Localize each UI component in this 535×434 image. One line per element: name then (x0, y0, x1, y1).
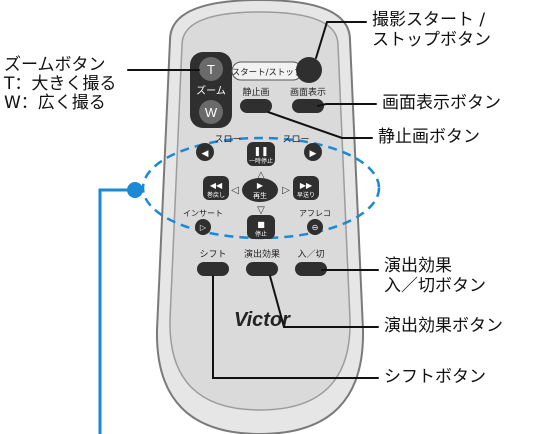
onoff-button[interactable] (295, 262, 327, 276)
zoom-label: ズーム (196, 84, 226, 97)
shift-button[interactable] (197, 262, 229, 276)
zoom-t-button[interactable] (199, 57, 223, 81)
effect-button[interactable] (246, 262, 278, 276)
playback-callout-line (98, 188, 130, 434)
start-stop-callout-line1: 撮影スタート / (372, 10, 486, 30)
effect-callout-line (269, 275, 379, 328)
victor-logo: Victor (234, 309, 291, 331)
slow-left-icon: ◀ (202, 149, 209, 159)
slow-left-label: スロー (214, 135, 241, 145)
zoom-w-label: W (205, 105, 218, 120)
effect-label: 演出効果 (244, 248, 280, 260)
shift-callout-line (212, 275, 379, 379)
slow-right-label: スロー (282, 135, 309, 145)
still-callout-line (267, 111, 373, 139)
afreco-icon: ⊖ (312, 223, 319, 232)
pause-icon: ❚❚ (253, 147, 268, 157)
start-stop-callout-line (315, 21, 367, 59)
slow-left-button[interactable] (196, 143, 214, 161)
still-button[interactable] (240, 99, 272, 113)
display-callout-line (317, 103, 377, 107)
slow-right-icon: ▶ (310, 149, 317, 159)
down-arrow-icon: ▽ (257, 205, 265, 216)
slow-right-button[interactable] (304, 143, 322, 161)
rewind-button[interactable] (203, 176, 229, 200)
display-button[interactable] (292, 99, 324, 113)
start-stop-callout-line2: ストップボタン (372, 30, 491, 50)
pause-button[interactable] (247, 142, 275, 166)
zoom-callout-w: W：広く撮る (4, 93, 106, 113)
display-callout: 画面表示ボタン (382, 93, 501, 113)
zoom-t-label: T (207, 62, 215, 77)
display-label: 画面表示 (290, 86, 326, 98)
zoom-w-button[interactable] (199, 100, 223, 124)
zoom-callout-title: ズームボタン (4, 55, 106, 75)
shift-label: シフト (199, 250, 226, 260)
effect-onoff-callout: 演出効果 入／切ボタン (384, 256, 486, 296)
afreco-button[interactable] (307, 219, 323, 235)
start-stop-label: スタート/ストップ (232, 68, 303, 78)
playback-callout-dot (127, 182, 143, 198)
stop-button[interactable] (247, 215, 275, 239)
effect-callout: 演出効果ボタン (384, 316, 503, 336)
rewind-icon: ◀◀ (210, 181, 223, 190)
zoom-callout-t: T：大きく撮る (4, 74, 117, 94)
right-arrow-icon: ▷ (282, 185, 290, 196)
insert-icon: ▷ (200, 223, 207, 232)
still-label: 静止画 (242, 86, 269, 98)
insert-label: インサート (183, 209, 223, 218)
start-stop-callout: 撮影スタート / ストップボタン (372, 10, 491, 50)
onoff-label: 入／切 (297, 249, 324, 260)
ff-icon: ▶▶ (300, 181, 313, 190)
pause-label: 一時停止 (249, 157, 273, 165)
effect-onoff-callout-line1: 演出効果 (384, 256, 452, 276)
stop-label: 停止 (255, 230, 267, 238)
play-label: 再生 (253, 191, 267, 200)
play-icon: ▶ (257, 181, 264, 190)
ff-label: 早送り (297, 191, 315, 199)
start-stop-button[interactable] (296, 57, 322, 83)
zoom-callout: ズームボタン T：大きく撮る W：広く撮る (4, 56, 116, 113)
shift-callout: シフトボタン (384, 367, 486, 387)
rewind-label: 巻戻し (207, 191, 225, 199)
callout-lines (98, 21, 379, 434)
play-button[interactable] (242, 178, 278, 202)
ff-button[interactable] (293, 176, 319, 200)
stop-icon: ■ (257, 220, 265, 229)
insert-button[interactable] (195, 219, 211, 235)
up-arrow-icon: △ (257, 170, 265, 181)
left-arrow-icon: ◁ (231, 185, 239, 196)
effect-onoff-callout-line2: 入／切ボタン (384, 276, 486, 296)
afreco-label: アフレコ (299, 209, 331, 218)
still-callout: 静止画ボタン (378, 127, 480, 147)
